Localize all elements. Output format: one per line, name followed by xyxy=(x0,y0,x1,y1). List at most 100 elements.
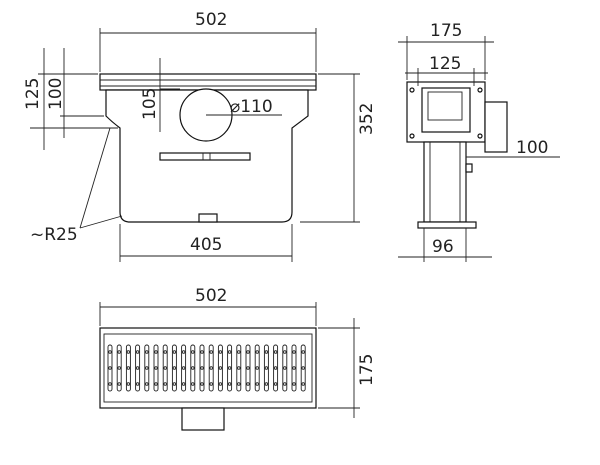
grate-dot xyxy=(126,366,131,370)
grate-slot xyxy=(208,344,214,392)
grate-dot xyxy=(117,366,121,370)
grate-dot xyxy=(227,350,232,354)
grate-slot xyxy=(291,344,297,392)
grate-slot xyxy=(254,344,260,392)
grate-slot xyxy=(227,344,233,392)
grate-dot xyxy=(108,382,112,386)
dim-front-width: 502 xyxy=(195,10,227,30)
front-slot xyxy=(159,152,251,161)
grate-dot xyxy=(218,350,223,354)
grate-dot xyxy=(227,366,232,370)
grate-slot xyxy=(263,344,269,392)
front-top-frame xyxy=(99,73,317,91)
top-view: 502 175 xyxy=(99,286,377,431)
grate-slot xyxy=(171,344,177,392)
dim-top-depth: 175 xyxy=(357,354,377,386)
grate-dot xyxy=(172,366,177,370)
grate-dot xyxy=(292,350,296,354)
grate-dot xyxy=(108,350,112,354)
dim-left-125: 125 xyxy=(23,78,43,110)
dim-front-inner-width: 405 xyxy=(190,235,222,255)
grate-dot xyxy=(200,366,204,370)
grate-dot xyxy=(126,350,131,354)
grate-dot xyxy=(218,382,223,386)
grate-dot xyxy=(264,382,269,386)
grate-dot xyxy=(273,366,278,370)
grate-slot xyxy=(144,344,150,392)
dim-top-width: 502 xyxy=(195,286,227,306)
grate-dot xyxy=(264,366,269,370)
grate-slot xyxy=(116,344,122,392)
grate-dot xyxy=(126,382,131,386)
grate-dot xyxy=(145,366,149,370)
grate-dot xyxy=(264,350,269,354)
grate-dot xyxy=(209,350,213,354)
grate-dot xyxy=(172,382,177,386)
grate-dot xyxy=(135,350,140,354)
grate-dot xyxy=(145,350,149,354)
grate-dot xyxy=(135,366,140,370)
grate-dot xyxy=(273,350,278,354)
grate-dot xyxy=(255,350,259,354)
grate-dot xyxy=(218,366,223,370)
bottom-tab xyxy=(198,213,218,223)
grate-dot xyxy=(135,382,140,386)
dim-side-125: 125 xyxy=(429,54,461,74)
radius-leader-2 xyxy=(79,215,123,229)
grate-dot xyxy=(246,366,250,370)
grate-dot xyxy=(181,350,186,354)
grate-dot xyxy=(301,382,305,386)
grate-dot xyxy=(200,382,204,386)
grate-dot xyxy=(237,350,241,354)
side-outlet xyxy=(484,101,508,153)
grate-slot xyxy=(236,344,242,392)
grate-dot xyxy=(154,366,158,370)
grate-dot xyxy=(301,366,305,370)
grate-dot xyxy=(246,350,250,354)
grate-dot xyxy=(145,382,149,386)
grate-slot xyxy=(190,344,196,392)
grate-dot xyxy=(283,366,287,370)
dim-radius: ~R25 xyxy=(30,225,78,245)
grate-slot xyxy=(199,344,205,392)
grate-slot xyxy=(125,344,131,392)
grate-dot xyxy=(191,366,195,370)
grate-dot xyxy=(301,350,305,354)
grate-slot xyxy=(273,344,279,392)
dim-pipe-height: 105 xyxy=(140,88,160,120)
top-outlet xyxy=(181,407,225,431)
grate-dot xyxy=(181,382,186,386)
grate-dot xyxy=(283,382,287,386)
grate-slot xyxy=(181,344,187,392)
grate-dot xyxy=(227,382,232,386)
grate-dot xyxy=(237,366,241,370)
grate-slot xyxy=(245,344,251,392)
grate-dot xyxy=(283,350,287,354)
grate-dot xyxy=(154,382,158,386)
grate-dot xyxy=(237,382,241,386)
dim-front-height: 352 xyxy=(357,103,377,135)
grate-dot xyxy=(273,382,278,386)
dim-pipe-diameter: ⌀110 xyxy=(230,97,273,117)
grate-dot xyxy=(108,366,112,370)
grate-dot xyxy=(292,382,296,386)
grate-dot xyxy=(191,350,195,354)
radius-leader-1 xyxy=(79,127,111,229)
grate-slot xyxy=(107,344,113,392)
grate-dot xyxy=(191,382,195,386)
grate-dot xyxy=(209,382,213,386)
grate-slot xyxy=(153,344,159,392)
grate-slot xyxy=(282,344,288,392)
grate-dot xyxy=(163,350,167,354)
grate-dot xyxy=(163,382,167,386)
side-base xyxy=(417,221,477,229)
side-view: 175 125 100 96 xyxy=(398,21,560,262)
grate-dot xyxy=(163,366,167,370)
grate-dot xyxy=(117,350,121,354)
dim-left-100: 100 xyxy=(46,78,66,110)
dim-side-175: 175 xyxy=(430,21,462,41)
grate-slot xyxy=(300,344,306,392)
grate-dot xyxy=(154,350,158,354)
